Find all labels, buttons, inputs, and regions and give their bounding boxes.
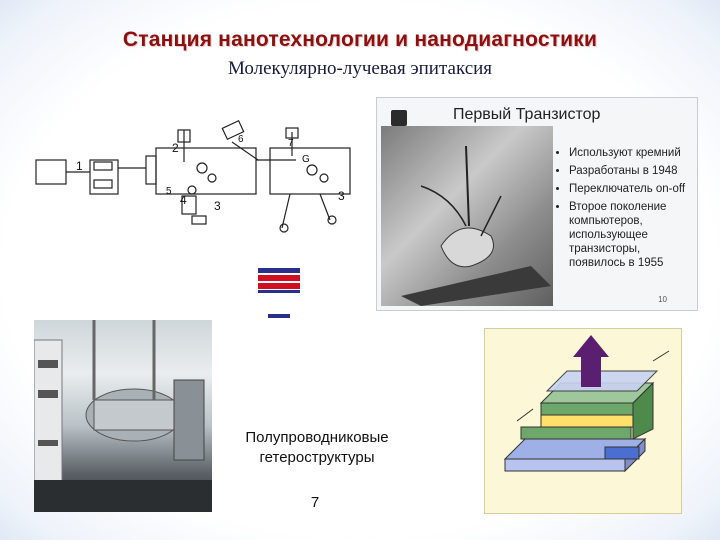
schematic-label-7: 7 [288, 138, 294, 149]
slide-bullet-list: Используют кремний Разработаны в 1948 Пе… [555, 146, 697, 274]
schematic-label-1: 1 [76, 159, 83, 173]
slide-bullet: Второе поколение компьютеров, использующ… [569, 200, 697, 270]
chip-icon [391, 110, 407, 126]
flag-graphic [258, 268, 300, 318]
mbe-schematic-diagram: 1 2 3 3 4 5 6 7 G [35, 120, 351, 233]
schematic-label-4: 4 [180, 193, 187, 207]
page-number: 7 [310, 494, 320, 511]
slide-number: 10 [658, 295, 667, 304]
schematic-label-g: G [302, 154, 310, 165]
page-subtitle: Молекулярно-лучевая эпитаксия [227, 58, 493, 79]
schematic-label-2: 2 [172, 141, 179, 155]
slide-heading: Первый Транзистор [453, 106, 601, 123]
slide-bullet: Разработаны в 1948 [569, 164, 697, 178]
first-transistor-slide: Первый Транзистор Используют кремний Раз… [376, 97, 698, 311]
page-title: Станция нанотехнологии и нанодиагностики [122, 28, 598, 51]
schematic-label-5: 5 [166, 186, 172, 197]
transistor-photo [381, 126, 553, 306]
heterostructure-layer-diagram [484, 328, 682, 514]
slide-bullet: Используют кремний [569, 146, 697, 160]
schematic-label-3a: 3 [214, 199, 221, 213]
schematic-label-6: 6 [238, 134, 244, 145]
heterostructure-caption: Полупроводниковые гетероструктуры [245, 429, 389, 466]
schematic-label-3b: 3 [338, 189, 345, 203]
slide-bullet: Переключатель on-off [569, 182, 697, 196]
lab-equipment-photo [34, 320, 212, 512]
